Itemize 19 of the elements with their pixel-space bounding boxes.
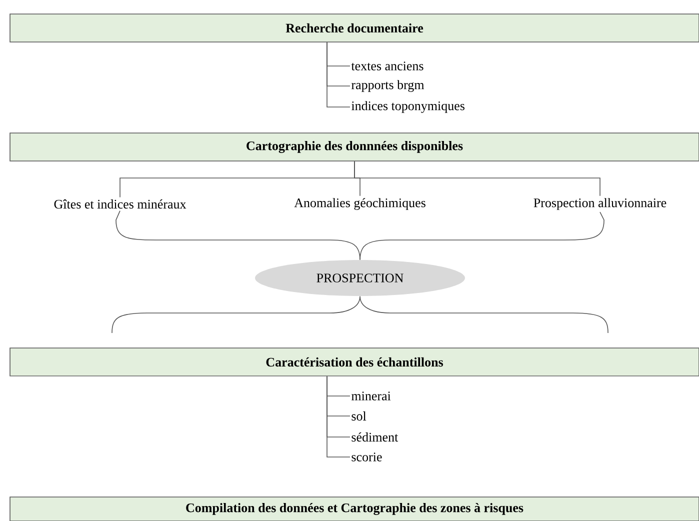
list-item: scorie — [352, 452, 382, 462]
list-item: indices toponymiques — [351, 101, 464, 113]
list-item: textes anciens — [351, 62, 424, 70]
stage-band: Compilation des données et Cartographie des zones à risques — [10, 496, 699, 521]
list-item: sol — [352, 411, 366, 421]
brace — [112, 296, 608, 334]
brace — [360, 212, 604, 260]
category-label: Prospection alluvionnaire — [534, 198, 666, 210]
category-label: Gîtes et indices minéraux — [54, 199, 186, 209]
stage-band: Cartographie des donnnées disponibles — [10, 132, 699, 162]
tree-connector — [326, 376, 350, 458]
stage-band: Caractérisation des échantillons — [10, 348, 699, 376]
list-item: rapports brgm — [351, 80, 424, 92]
bracket-connector — [354, 161, 600, 196]
list-item: minerai — [351, 392, 391, 400]
list-item: sédiment — [352, 432, 398, 442]
stage-band: Recherche documentaire — [10, 14, 699, 42]
category-label: Anomalies géochimiques — [294, 198, 426, 210]
tree-connector — [326, 42, 350, 108]
